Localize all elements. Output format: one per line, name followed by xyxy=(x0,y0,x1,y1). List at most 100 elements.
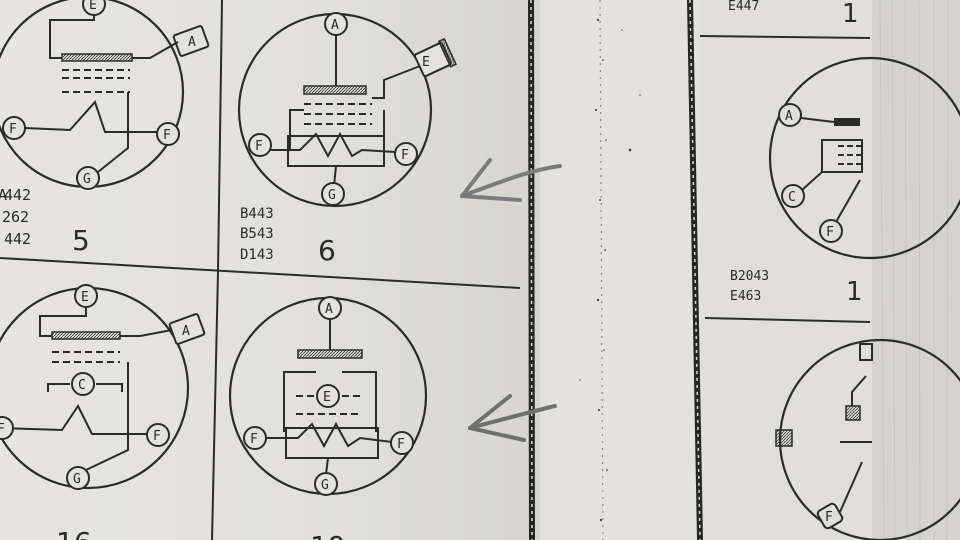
pin-label-f-right: F xyxy=(163,128,171,143)
pin-label-a: A xyxy=(182,324,190,339)
wire-e xyxy=(372,65,421,99)
thick-border-left-inner xyxy=(530,0,533,540)
grid-dashes xyxy=(304,103,372,125)
wire-cap xyxy=(120,329,173,337)
tube-diagram-16: E A C F F G 16 xyxy=(0,284,206,540)
tube-diagram-5: E A F F G xyxy=(0,0,210,190)
pin-label-f-left: F xyxy=(9,122,17,137)
pin-f xyxy=(816,502,844,530)
pin-label-g: G xyxy=(73,472,81,487)
pin-label-a: A xyxy=(785,109,793,124)
cell-6-codes: B443 B543 D143 6 xyxy=(240,206,336,267)
pin-label-f-left: F xyxy=(0,422,5,437)
grid-lines xyxy=(0,0,871,540)
top-cap-a xyxy=(168,313,206,345)
hatched-pin xyxy=(775,429,793,447)
filament xyxy=(266,421,393,449)
pin-g xyxy=(66,466,90,490)
pin-label-e: E xyxy=(89,0,97,13)
pin-label-c: C xyxy=(78,378,86,393)
pin-label-e: E xyxy=(323,390,331,405)
pin-label-f-left: F xyxy=(250,432,258,447)
thick-border-left xyxy=(528,0,535,540)
filament xyxy=(270,131,396,159)
code-line-3: 442 xyxy=(4,230,31,248)
diagram-number-5: 5 xyxy=(72,224,90,257)
page-edge-lines xyxy=(879,0,949,540)
hatched-pin-2 xyxy=(845,405,861,421)
code-line-2: 262 xyxy=(2,208,29,226)
code-line-1: B443 xyxy=(240,206,274,222)
wire-a xyxy=(800,117,835,123)
pin-f-right xyxy=(394,142,418,166)
paper-right-page xyxy=(700,0,875,540)
grid-dashes xyxy=(838,145,862,165)
tube-diagram-6: A E F F G xyxy=(237,12,458,208)
pin-f-right xyxy=(390,431,414,455)
pin-f-left xyxy=(243,426,267,450)
wire-top xyxy=(851,375,867,406)
grid-dashes xyxy=(62,69,130,93)
wires xyxy=(49,15,95,59)
wire-f xyxy=(839,461,863,513)
top-cap-e xyxy=(413,37,458,78)
cell-5-codes: A 442 262 442 5 xyxy=(0,186,90,257)
page-edge-stack xyxy=(872,0,960,540)
cathode-box xyxy=(283,371,316,432)
print-speckle xyxy=(579,18,641,522)
cathode-bracket-right xyxy=(96,383,123,392)
code-line-3: D143 xyxy=(240,247,274,263)
header-number: 1 xyxy=(842,0,859,29)
anode-plate xyxy=(834,118,860,126)
code-line-2: E463 xyxy=(730,289,761,304)
pin-f-left xyxy=(2,116,26,140)
base-circle xyxy=(768,56,960,260)
code-line-1-prefix: A xyxy=(0,186,7,204)
header-code: E447 xyxy=(728,0,759,14)
tube-diagram-19: A E F F G 19 xyxy=(228,296,428,540)
anode-plate xyxy=(61,53,133,62)
diagram-number-16: 16 xyxy=(56,526,92,540)
pin-label-e: E xyxy=(422,55,430,70)
top-cap-a xyxy=(172,25,210,57)
pin-label-f-right: F xyxy=(153,429,161,444)
paper-left-page xyxy=(0,0,540,540)
heater-box xyxy=(285,427,379,459)
pin-c xyxy=(781,184,805,208)
tube-diagram-right-bottom: F xyxy=(775,338,960,540)
filament xyxy=(24,100,160,133)
diagram-number-right: 1 xyxy=(846,277,863,307)
pin-f xyxy=(819,219,843,243)
pin-label-f-right: F xyxy=(397,437,405,452)
pin-f-left xyxy=(248,133,272,157)
pin-label-a: A xyxy=(188,35,196,50)
tube-diagram-right-top: E447 1 A C F B2043 E463 1 xyxy=(728,0,960,307)
pin-label-f-left: F xyxy=(255,139,263,154)
pin-g xyxy=(76,166,100,190)
pin-label-f: F xyxy=(825,510,833,525)
pencil-arrow-top xyxy=(460,158,562,202)
pin-f-right xyxy=(156,122,180,146)
code-line-1: 442 xyxy=(4,186,31,204)
pin-label-e: E xyxy=(81,290,89,305)
diagram-number-6: 6 xyxy=(318,234,336,267)
cathode-bracket xyxy=(47,383,70,392)
cathode-box-right xyxy=(342,371,377,432)
pin-label-f: F xyxy=(826,225,834,240)
grid-dashes xyxy=(52,351,120,363)
pin-f-left xyxy=(0,416,14,440)
pin-a xyxy=(778,103,802,127)
pin-label-g: G xyxy=(321,478,329,493)
wire-g xyxy=(85,362,129,471)
paper-gutter xyxy=(540,0,700,540)
pin-e xyxy=(316,384,340,408)
pin-label-g: G xyxy=(83,172,91,187)
grid-dashes xyxy=(296,395,362,415)
pin-label-g: G xyxy=(328,188,336,203)
wire-f xyxy=(835,179,861,223)
wire-e xyxy=(39,307,87,337)
wire-cap xyxy=(132,41,179,59)
pin-g xyxy=(314,472,338,496)
code-line-2: B543 xyxy=(240,226,274,242)
